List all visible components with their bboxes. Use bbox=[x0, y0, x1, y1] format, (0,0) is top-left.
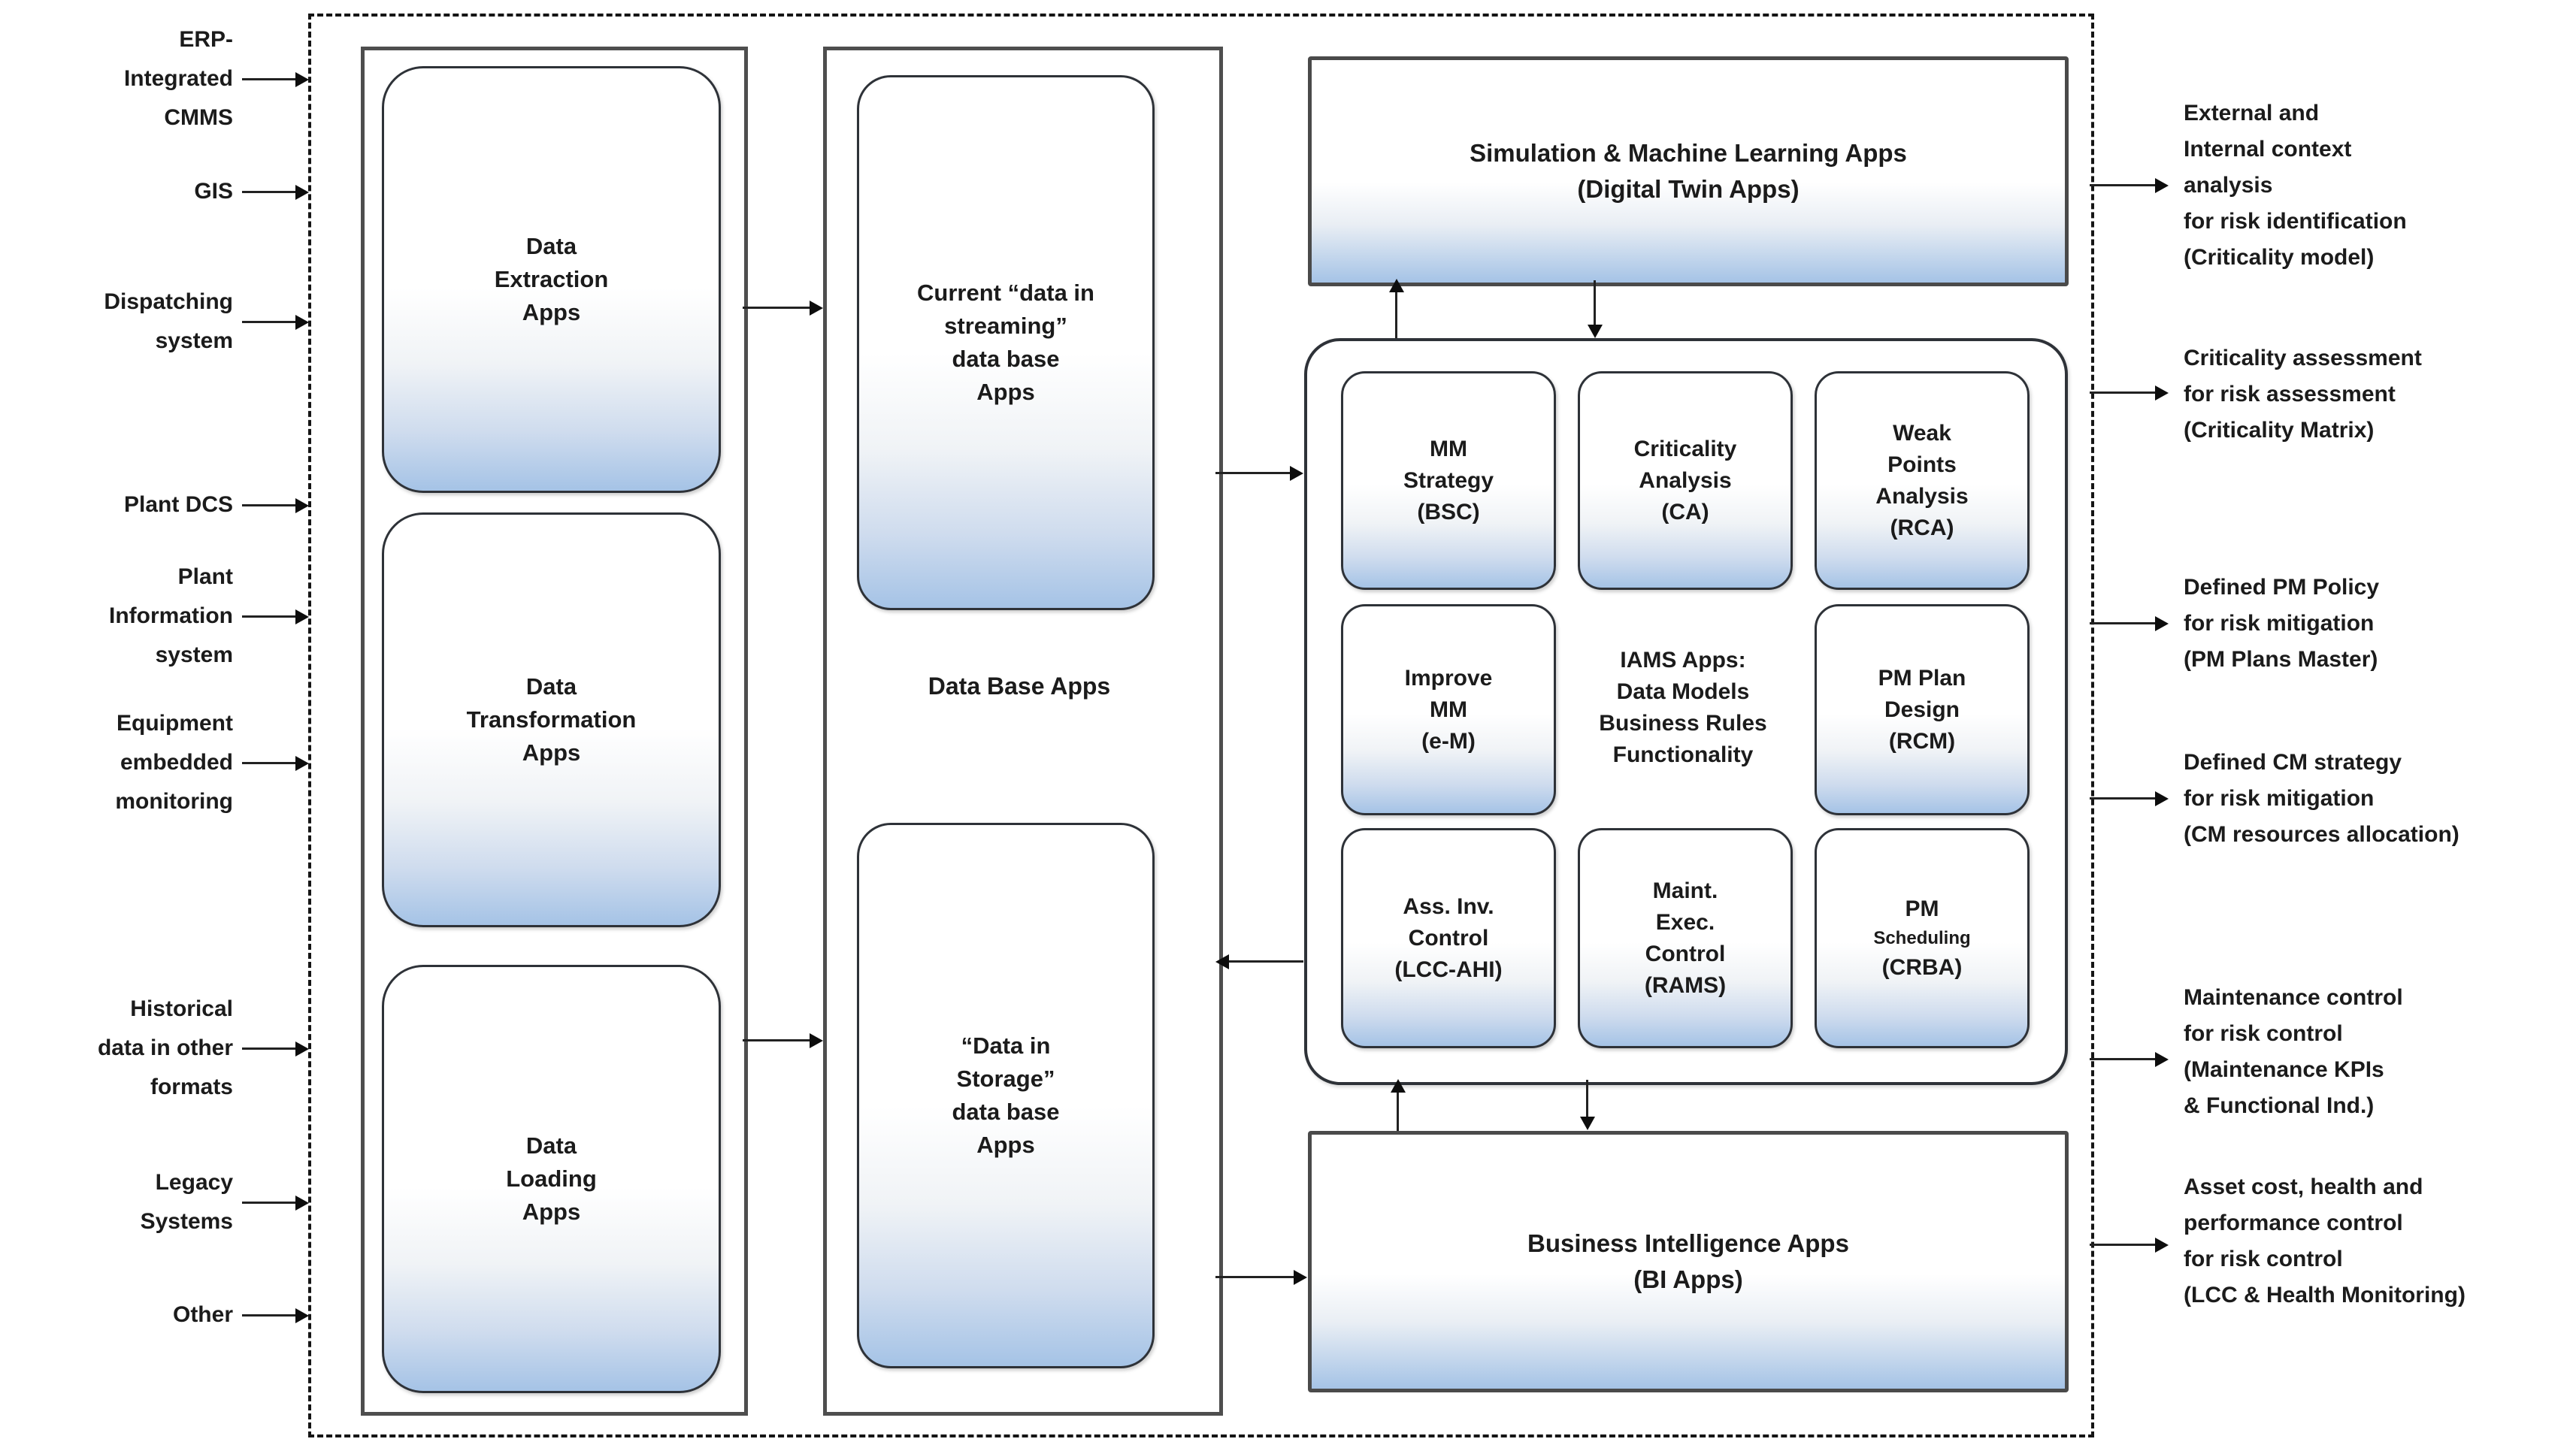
arrow-input-legacy-systems bbox=[242, 1202, 296, 1204]
box-mm-strategy: MM Strategy (BSC) bbox=[1341, 371, 1556, 590]
arrow-output-maintenance-control bbox=[2090, 1058, 2156, 1060]
box-streaming-db: Current “data in streaming” data base Ap… bbox=[857, 75, 1155, 610]
arrow-output-asset-control bbox=[2090, 1244, 2156, 1246]
box-criticality-analysis: Criticality Analysis (CA) bbox=[1578, 371, 1793, 590]
arrow-input-gis bbox=[242, 191, 296, 193]
box-maint-exec-control: Maint. Exec. Control (RAMS) bbox=[1578, 828, 1793, 1048]
output-label-asset-control: Asset cost, health and performance contr… bbox=[2184, 1174, 2466, 1307]
box-data-transformation: Data Transformation Apps bbox=[382, 512, 721, 927]
arrow-output-cm-strategy bbox=[2090, 797, 2156, 800]
box-pm-plan-design: PM Plan Design (RCM) bbox=[1815, 604, 2030, 815]
input-label-legacy-systems: Legacy Systems bbox=[140, 1170, 233, 1234]
arrow-storage-to-bi bbox=[1215, 1276, 1294, 1278]
box-storage-db: “Data in Storage” data base Apps bbox=[857, 823, 1155, 1368]
arrow-iams-to-bi bbox=[1586, 1080, 1588, 1117]
output-label-cm-strategy: Defined CM strategy for risk mitigation … bbox=[2184, 750, 2459, 847]
input-label-plant-info: Plant Information system bbox=[109, 564, 233, 667]
arrow-input-plant-dcs bbox=[242, 504, 296, 506]
arrow-output-pm-policy bbox=[2090, 622, 2156, 624]
arrow-iams-to-simulation bbox=[1395, 292, 1397, 338]
system-boundary bbox=[308, 14, 2094, 1437]
arrow-input-plant-info bbox=[242, 615, 296, 618]
pm-scheduling-line2: Scheduling bbox=[1873, 927, 1971, 948]
box-ass-inv-control: Ass. Inv. Control (LCC-AHI) bbox=[1341, 828, 1556, 1048]
input-label-gis: GIS bbox=[194, 179, 233, 204]
arrow-simulation-to-iams bbox=[1594, 280, 1596, 325]
arrow-extraction-to-streaming bbox=[743, 307, 810, 309]
pm-scheduling-line3: (CRBA) bbox=[1881, 954, 1963, 980]
input-label-dispatching: Dispatching system bbox=[104, 289, 233, 353]
box-improve-mm: Improve MM (e-M) bbox=[1341, 604, 1556, 815]
input-label-erp-cmms: ERP- Integrated CMMS bbox=[123, 27, 233, 130]
input-label-equipment-monitoring: Equipment embedded monitoring bbox=[115, 711, 233, 814]
iams-center-label: IAMS Apps: Data Models Business Rules Fu… bbox=[1599, 647, 1767, 767]
output-label-risk-identification: External and Internal context analysis f… bbox=[2184, 101, 2407, 270]
arrow-input-equipment-monitoring bbox=[242, 762, 296, 764]
input-label-other: Other bbox=[172, 1302, 233, 1327]
output-label-maintenance-control: Maintenance control for risk control (Ma… bbox=[2184, 985, 2403, 1118]
box-simulation-ml: Simulation & Machine Learning Apps (Digi… bbox=[1308, 56, 2069, 286]
arrow-output-risk-assessment bbox=[2090, 391, 2156, 394]
arrow-output-risk-identification bbox=[2090, 184, 2156, 186]
label-data-base-apps: Data Base Apps bbox=[928, 673, 1111, 700]
arrow-iams-to-storage bbox=[1228, 960, 1303, 963]
arrow-streaming-to-iams bbox=[1215, 472, 1291, 474]
arrow-input-dispatching bbox=[242, 321, 296, 323]
box-business-intelligence: Business Intelligence Apps (BI Apps) bbox=[1308, 1131, 2069, 1392]
arrow-input-other bbox=[242, 1314, 296, 1317]
box-data-extraction: Data Extraction Apps bbox=[382, 66, 721, 493]
box-weak-points-analysis: Weak Points Analysis (RCA) bbox=[1815, 371, 2030, 590]
input-label-historical-data: Historical data in other formats bbox=[97, 996, 233, 1099]
arrow-input-historical-data bbox=[242, 1047, 296, 1050]
arrow-bi-to-iams bbox=[1397, 1092, 1399, 1131]
arrow-input-erp-cmms bbox=[242, 78, 296, 80]
input-label-plant-dcs: Plant DCS bbox=[123, 492, 233, 517]
box-pm-scheduling: PM Scheduling (CRBA) bbox=[1815, 828, 2030, 1048]
output-label-pm-policy: Defined PM Policy for risk mitigation (P… bbox=[2184, 575, 2380, 672]
output-label-risk-assessment: Criticality assessment for risk assessme… bbox=[2184, 346, 2422, 443]
pm-scheduling-line1: PM bbox=[1905, 896, 1939, 921]
iams-panel: MM Strategy (BSC) Criticality Analysis (… bbox=[1304, 338, 2068, 1085]
arrow-loading-to-storage bbox=[743, 1039, 810, 1041]
box-data-loading: Data Loading Apps bbox=[382, 965, 721, 1393]
